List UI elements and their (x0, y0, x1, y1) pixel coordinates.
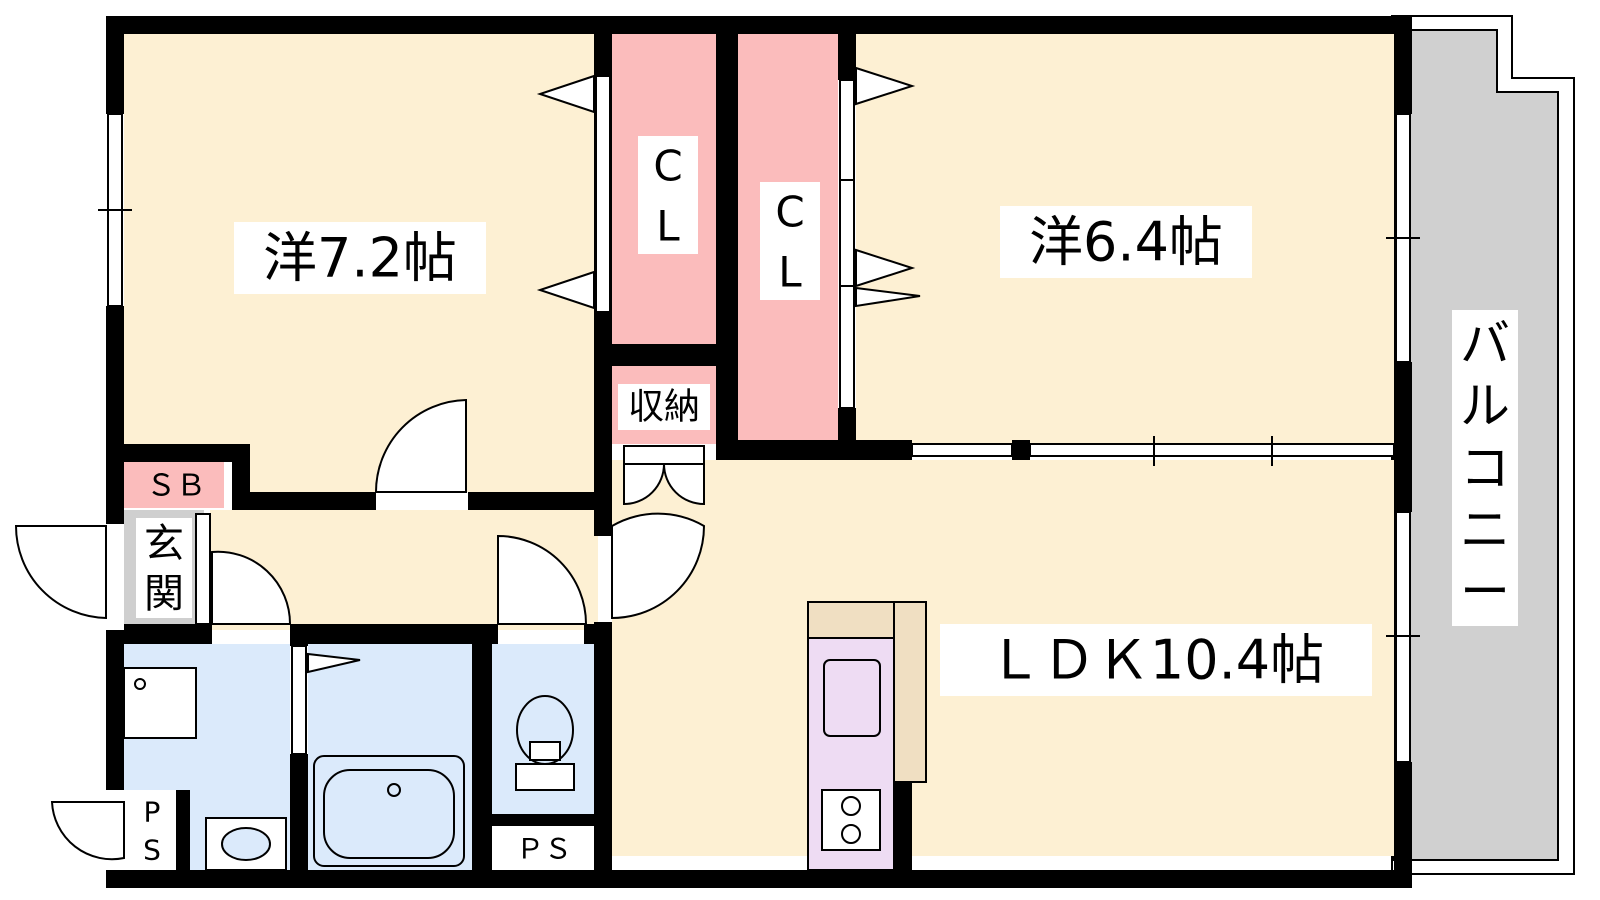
drain-icon (134, 678, 146, 690)
ps-left-label-bottom: S (143, 834, 161, 867)
toilet-seat-icon (529, 741, 561, 761)
closet-door-markers (536, 66, 921, 310)
entrance-label-top: 玄 (144, 521, 184, 567)
balcony-label-char: ル (1460, 377, 1510, 435)
closet-left-label-bg (638, 136, 698, 254)
walls (106, 16, 1412, 888)
ps-bottom-area (492, 826, 594, 870)
balcony-label-bg (1452, 310, 1518, 626)
shoe-box-label: ＳＢ (146, 469, 206, 504)
ldk-label: ＬＤＫ10.4帖 (988, 629, 1324, 692)
kitchen-side-counter (893, 601, 927, 783)
storage-label-bg (618, 384, 710, 430)
shoe-box-area (124, 462, 224, 508)
entrance-step (195, 513, 211, 625)
storage-double-door-icon (623, 445, 705, 506)
burner-icon (841, 824, 861, 844)
ps-left-area (124, 790, 180, 870)
ps-left-label-top: P (144, 796, 161, 829)
balcony-label-char: コ (1460, 439, 1510, 497)
toilet-tank-icon (515, 763, 575, 791)
window-ticks (98, 179, 1420, 637)
washroom-door-icon (211, 550, 292, 625)
storage-label: 収納 (628, 387, 700, 428)
closet-right-label-top: C (775, 188, 804, 237)
stove-icon (821, 789, 881, 851)
ldk-label-bg (940, 624, 1372, 696)
bedroom-door-icon (374, 398, 467, 493)
balcony-label-char: バ (1460, 315, 1510, 373)
doors (14, 398, 706, 861)
ps-door-icon (50, 801, 125, 861)
west-bedroom-label: 洋7.2帖 (263, 227, 457, 290)
entrance-label-bg (136, 518, 192, 618)
balcony-label-char: ニ (1460, 501, 1510, 559)
west-bedroom-label-bg (234, 222, 486, 294)
balcony-label-char: ー (1460, 563, 1510, 621)
ldk-door-icon (611, 512, 706, 620)
east-bedroom-label-bg (1000, 206, 1252, 278)
closet-left-label-top: C (653, 142, 682, 191)
bath-door-marker (307, 652, 361, 674)
bath-door-track (291, 645, 307, 755)
ps-bottom-label: ＰＳ (516, 833, 572, 866)
kitchen-sink-icon (823, 659, 881, 737)
closet-right-label-bg (760, 182, 820, 300)
entrance-door-icon (14, 525, 107, 620)
entrance-label-bottom: 関 (144, 571, 184, 617)
bathtub-inner-icon (323, 769, 455, 859)
toilet-door-icon (497, 534, 588, 625)
closet-right-label-bottom: L (778, 248, 802, 297)
east-bedroom-label: 洋6.4帖 (1029, 211, 1223, 274)
basin-bowl-icon (221, 827, 271, 861)
washing-machine-icon (123, 667, 197, 739)
closet-left-label-bottom: L (656, 202, 680, 251)
burner-icon (841, 796, 861, 816)
bathtub-drain-icon (387, 783, 401, 797)
